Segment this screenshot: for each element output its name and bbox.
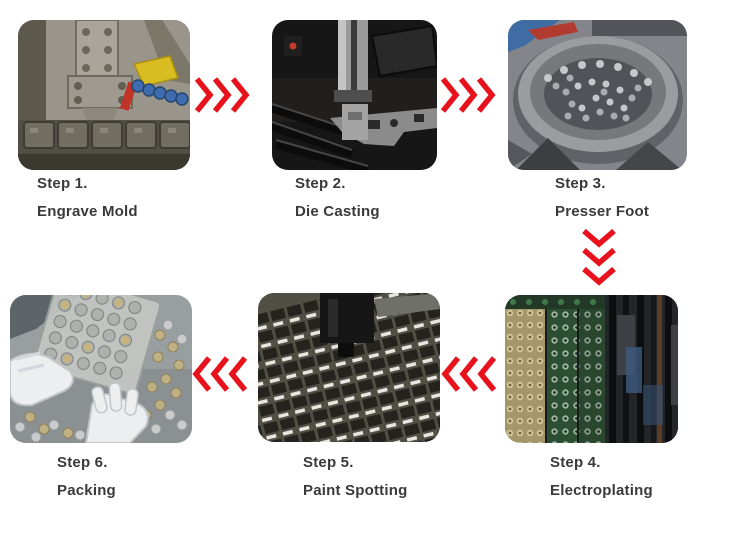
step-4-label: Step 4. (550, 454, 601, 471)
step-5-label: Step 5. (303, 454, 354, 471)
triple-chevron-right-icon (194, 77, 250, 113)
step-3-label: Step 3. (555, 175, 606, 192)
step-1-photo (18, 20, 190, 170)
arrow-step4-to-step5 (441, 355, 497, 398)
step-6-photo (10, 295, 192, 443)
arrow-step1-to-step2 (194, 76, 250, 119)
die-casting-machine-illustration (272, 20, 437, 170)
step-5-caption: Step 5. Paint Spotting (303, 449, 407, 505)
step-5-name: Paint Spotting (303, 482, 408, 499)
paint-spotting-line-illustration (258, 293, 440, 442)
vibratory-bowl-feeder-illustration (508, 20, 687, 170)
triple-chevron-left-icon (192, 356, 248, 392)
arrow-step5-to-step6 (192, 355, 248, 398)
step-2-name: Die Casting (295, 203, 380, 220)
step-2-caption: Step 2. Die Casting (295, 170, 380, 226)
step-3-photo (508, 20, 687, 170)
cnc-engraving-machine-illustration (18, 20, 190, 170)
step-5-photo (258, 293, 440, 442)
packing-hands-trays-illustration (10, 295, 192, 443)
step-2-label: Step 2. (295, 175, 346, 192)
step-1-label: Step 1. (37, 175, 88, 192)
step-4-photo (505, 295, 678, 443)
step-4-caption: Step 4. Electroplating (550, 449, 653, 505)
step-6-name: Packing (57, 482, 116, 499)
step-4-name: Electroplating (550, 482, 653, 499)
step-3-caption: Step 3. Presser Foot (555, 170, 649, 226)
arrow-step3-to-step4 (581, 228, 617, 293)
step-6-label: Step 6. (57, 454, 108, 471)
step-3-name: Presser Foot (555, 203, 650, 220)
arrow-step2-to-step3 (440, 76, 496, 119)
triple-chevron-down-icon (582, 228, 616, 286)
step-1-caption: Step 1. Engrave Mold (37, 170, 138, 226)
step-1-name: Engrave Mold (37, 203, 138, 220)
triple-chevron-left-icon (441, 356, 497, 392)
step-6-caption: Step 6. Packing (57, 449, 116, 505)
triple-chevron-right-icon (440, 77, 496, 113)
step-2-photo (272, 20, 437, 170)
electroplating-racks-illustration (505, 295, 678, 443)
